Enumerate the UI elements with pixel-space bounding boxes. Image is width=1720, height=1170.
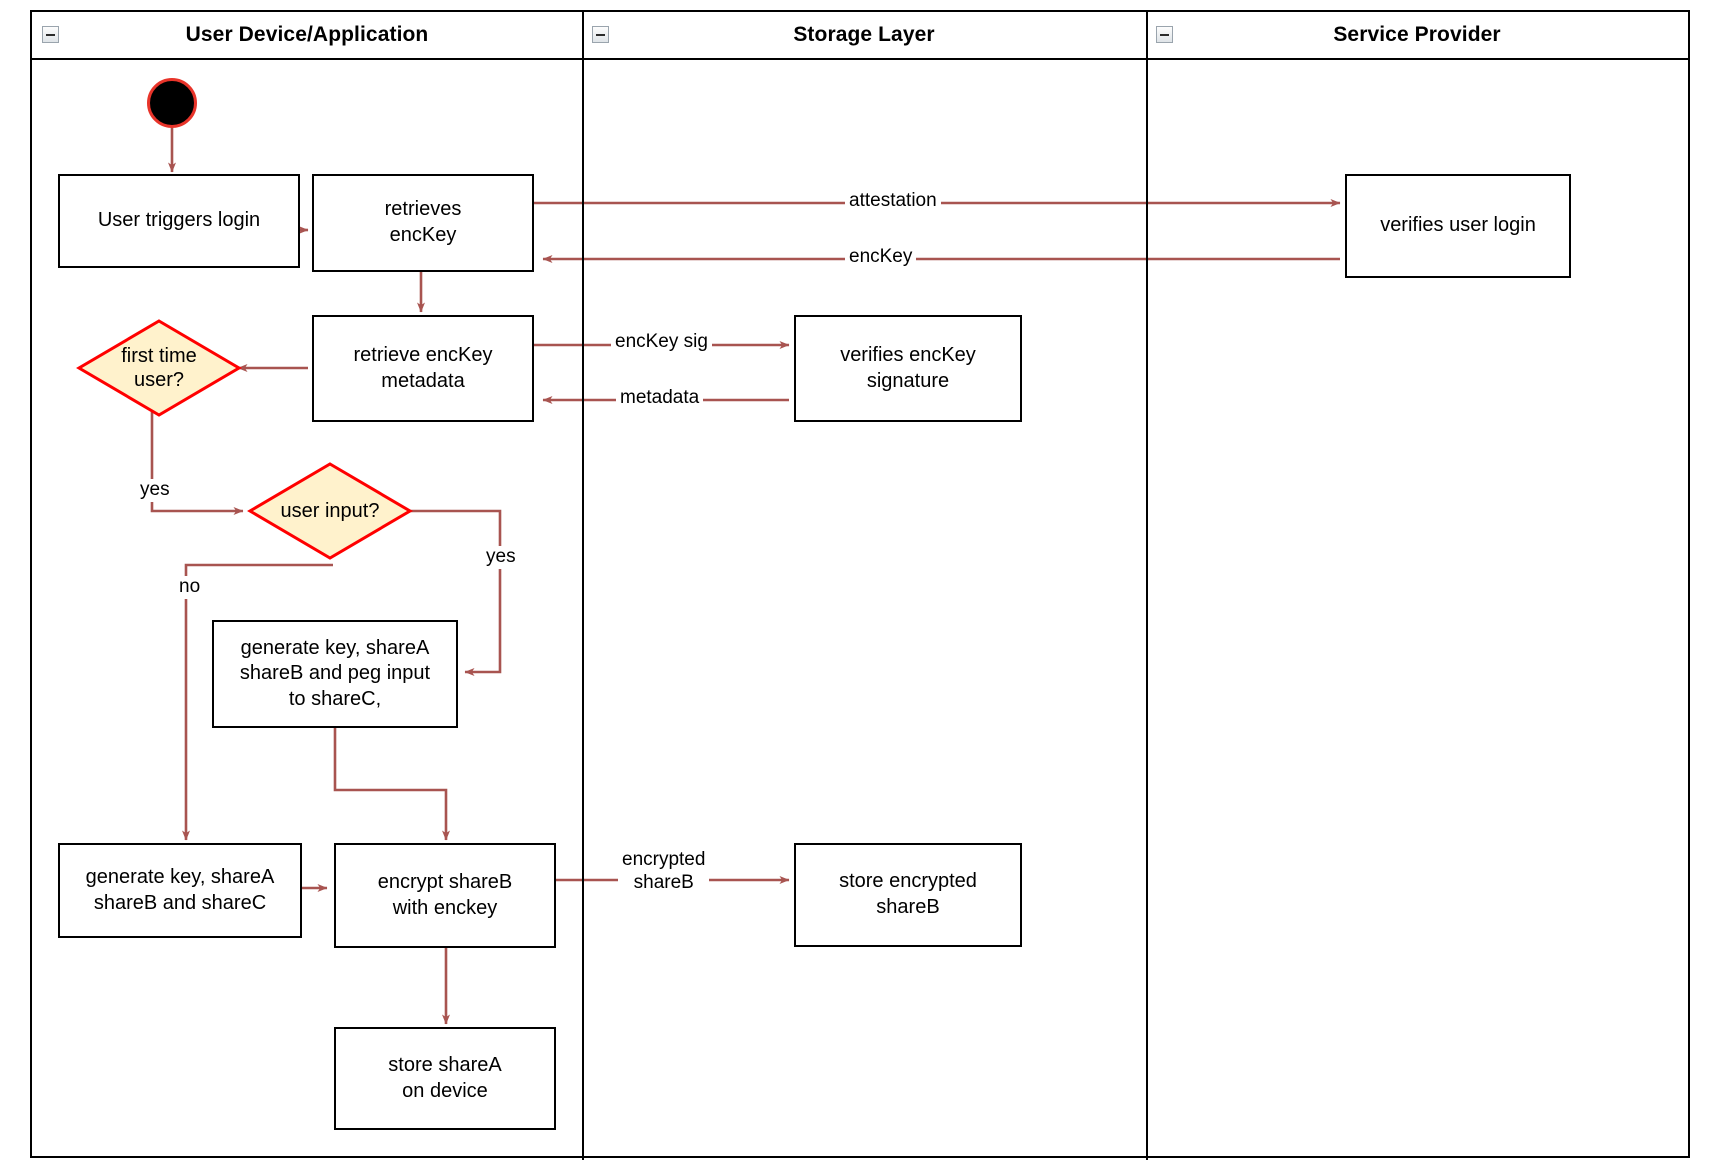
lane-header-service-provider[interactable]: Service Provider [1146,12,1688,60]
edge-label-no-user-input: no [175,576,205,599]
minus-icon[interactable] [42,26,59,43]
lane-header-storage-layer[interactable]: Storage Layer [582,12,1146,60]
minus-icon[interactable] [592,26,609,43]
lane-divider-1 [582,12,584,1160]
minus-icon[interactable] [1156,26,1173,43]
activity-verifies-user-login[interactable]: verifies user login [1345,174,1571,278]
edge-label-enckey: encKey [845,246,917,269]
decision-diamond-shape [76,319,242,417]
edge-label-metadata: metadata [616,387,704,410]
edge-label-attestation: attestation [845,190,941,213]
activity-retrieves-enckey[interactable]: retrieves encKey [312,174,534,272]
decision-first-time-user[interactable]: first time user? [76,318,242,418]
edge-label-yes-first-time: yes [136,479,174,502]
activity-verifies-enckey-signature[interactable]: verifies encKey signature [794,315,1022,422]
activity-generate-peg-input[interactable]: generate key, shareA shareB and peg inpu… [212,620,458,728]
edge-label-encrypted-shareb: encrypted shareB [618,849,710,895]
lane-title-user-device: User Device/Application [185,23,429,46]
activity-user-triggers-login[interactable]: User triggers login [58,174,300,268]
initial-node[interactable] [147,78,197,128]
decision-diamond-shape [247,462,413,560]
decision-user-input[interactable]: user input? [247,461,413,561]
edge-label-enckey-sig: encKey sig [611,331,712,354]
activity-generate-shares[interactable]: generate key, shareA shareB and shareC [58,843,302,938]
lane-title-service-provider: Service Provider [1333,23,1501,46]
edge-label-yes-user-input: yes [482,546,520,569]
activity-encrypt-shareb[interactable]: encrypt shareB with enckey [334,843,556,948]
activity-store-sharea-on-device[interactable]: store shareA on device [334,1027,556,1130]
lane-divider-2 [1146,12,1148,1160]
swimlane-pool: User Device/Application Storage Layer Se… [30,10,1690,1160]
activity-retrieve-enckey-metadata[interactable]: retrieve encKey metadata [312,315,534,422]
lane-title-storage-layer: Storage Layer [793,23,935,46]
activity-store-encrypted-shareb[interactable]: store encrypted shareB [794,843,1022,947]
lane-header-user-device[interactable]: User Device/Application [32,12,582,60]
